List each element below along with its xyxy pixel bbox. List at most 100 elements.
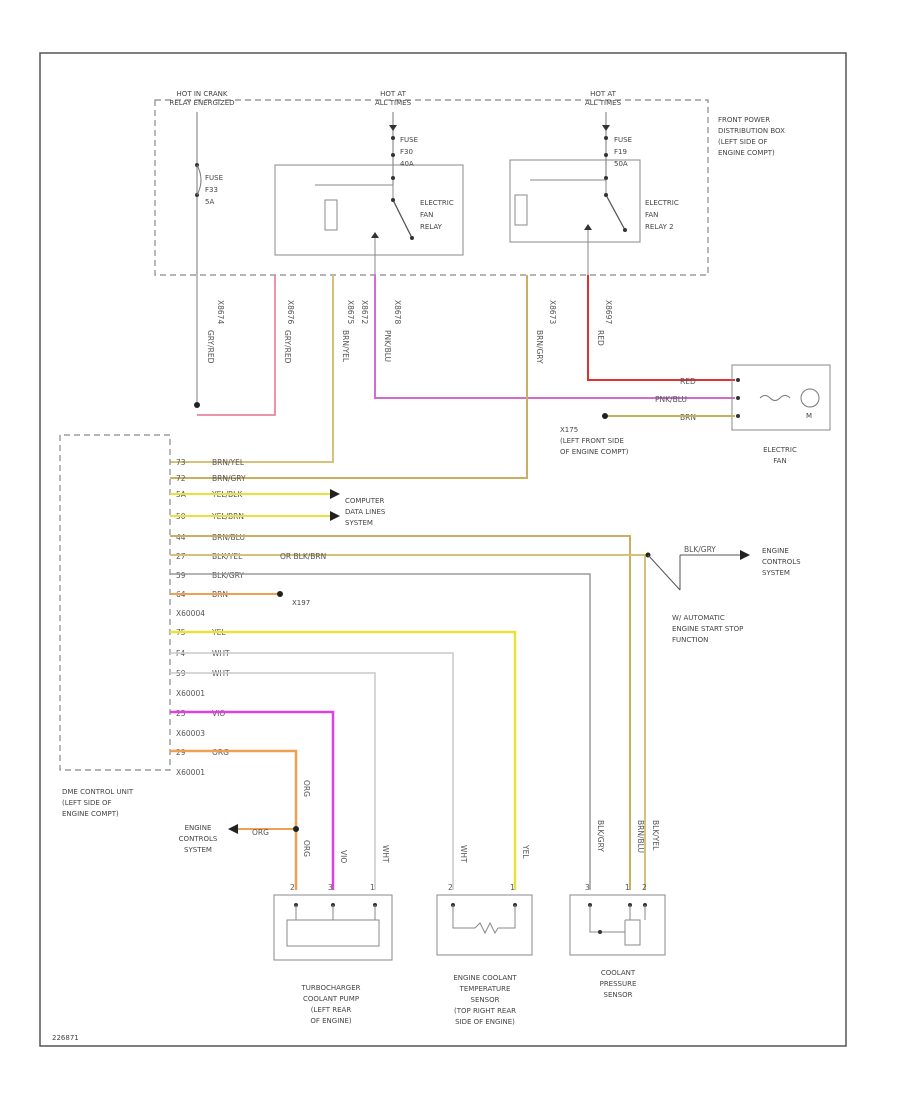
svg-text:ORG: ORG xyxy=(212,748,229,757)
svg-text:YEL: YEL xyxy=(521,844,530,859)
svg-text:VIO: VIO xyxy=(212,709,225,718)
wire-org-pump xyxy=(170,749,298,890)
svg-text:BRN/YEL: BRN/YEL xyxy=(212,458,245,467)
wire-pnkblu-fan xyxy=(374,275,735,399)
svg-text:25: 25 xyxy=(176,709,186,718)
svg-text:BRN/BLU: BRN/BLU xyxy=(636,820,645,853)
svg-text:GRY/RED: GRY/RED xyxy=(206,330,215,364)
svg-text:ORG: ORG xyxy=(302,780,311,797)
ground-x197: X197 xyxy=(292,599,310,607)
svg-text:VIO: VIO xyxy=(339,850,348,863)
pdb-pin-labels: X8674 X8676 X8675 X8672 X8678 X8673 X869… xyxy=(216,300,613,324)
svg-text:WHT: WHT xyxy=(381,845,390,863)
svg-text:2: 2 xyxy=(642,883,647,892)
wire-yel-temp xyxy=(170,630,517,890)
svg-text:BLK/GRY: BLK/GRY xyxy=(684,545,716,554)
svg-text:BRN/YEL: BRN/YEL xyxy=(341,330,350,363)
wire-blkyel xyxy=(170,554,646,890)
svg-text:X60004: X60004 xyxy=(176,609,205,618)
wire-gryred-2 xyxy=(197,275,276,416)
turbocharger-coolant-pump xyxy=(273,894,393,961)
wire-brnyel-pdb xyxy=(170,275,334,463)
wire-vio-pump xyxy=(170,710,335,890)
or-blkbrn-label: OR BLK/BRN xyxy=(280,552,326,561)
svg-text:X8673: X8673 xyxy=(548,300,557,324)
pdb-wire-labels: GRY/RED GRY/RED BRN/YEL PNK/BLU BRN/GRY … xyxy=(206,330,605,364)
svg-text:27: 27 xyxy=(176,552,186,561)
dme-connector-labels: X60004 X60001 X60003 X60001 xyxy=(176,609,205,777)
svg-text:3: 3 xyxy=(585,883,590,892)
auto-start-stop-switch: BLK/GRY xyxy=(645,545,750,591)
svg-text:X8675: X8675 xyxy=(346,300,355,324)
component-pin-numbers: 2 3 1 2 1 3 1 2 xyxy=(290,883,647,892)
power-distribution-box xyxy=(154,99,709,276)
svg-text:X8697: X8697 xyxy=(604,300,613,324)
svg-text:X8678: X8678 xyxy=(393,300,402,324)
svg-text:1: 1 xyxy=(510,883,515,892)
svg-text:BRN/GRY: BRN/GRY xyxy=(535,330,544,364)
wire-brnblu xyxy=(170,535,631,890)
svg-text:RED: RED xyxy=(680,377,696,386)
svg-text:PNK/BLU: PNK/BLU xyxy=(655,395,687,404)
svg-text:1: 1 xyxy=(625,883,630,892)
component-wire-labels: ORG ORG VIO WHT WHT YEL BLK/GRY BRN/BLU … xyxy=(302,780,660,863)
wire-org-splice-label: ORG xyxy=(252,828,269,837)
coolant-pressure-sensor xyxy=(569,894,666,956)
svg-text:BRN: BRN xyxy=(680,413,696,422)
diagram-id: 226871 xyxy=(52,1034,79,1042)
dme-control-unit-box xyxy=(59,434,171,771)
svg-text:X8672: X8672 xyxy=(360,300,369,324)
wire-red-fan xyxy=(587,275,735,381)
svg-text:BLK/YEL: BLK/YEL xyxy=(651,820,660,851)
wire-wht-temp xyxy=(170,652,454,890)
svg-text:1: 1 xyxy=(370,883,375,892)
wire-wht-pump xyxy=(170,672,376,890)
svg-text:X8676: X8676 xyxy=(286,300,295,324)
svg-text:3: 3 xyxy=(328,883,333,892)
wire-brngry-pdb xyxy=(170,275,528,479)
svg-text:RED: RED xyxy=(596,330,605,346)
svg-text:WHT: WHT xyxy=(459,845,468,863)
engine-coolant-temperature-sensor xyxy=(436,894,533,956)
svg-text:72: 72 xyxy=(176,474,186,483)
diagram-border xyxy=(39,52,847,1047)
svg-text:X60001: X60001 xyxy=(176,689,205,698)
svg-text:BLK/YEL: BLK/YEL xyxy=(212,552,243,561)
svg-text:44: 44 xyxy=(176,533,186,542)
svg-text:X8674: X8674 xyxy=(216,300,225,324)
svg-text:ORG: ORG xyxy=(302,840,311,857)
svg-text:BRN/GRY: BRN/GRY xyxy=(212,474,246,483)
wire-blkgry xyxy=(170,573,591,890)
svg-text:GRY/RED: GRY/RED xyxy=(283,330,292,364)
svg-text:29: 29 xyxy=(176,748,186,757)
svg-text:X60001: X60001 xyxy=(176,768,205,777)
svg-text:2: 2 xyxy=(290,883,295,892)
svg-text:BRN/BLU: BRN/BLU xyxy=(212,533,245,542)
svg-text:73: 73 xyxy=(176,458,186,467)
fan-motor-symbol: M xyxy=(806,412,812,420)
svg-text:BLK/GRY: BLK/GRY xyxy=(596,820,605,852)
